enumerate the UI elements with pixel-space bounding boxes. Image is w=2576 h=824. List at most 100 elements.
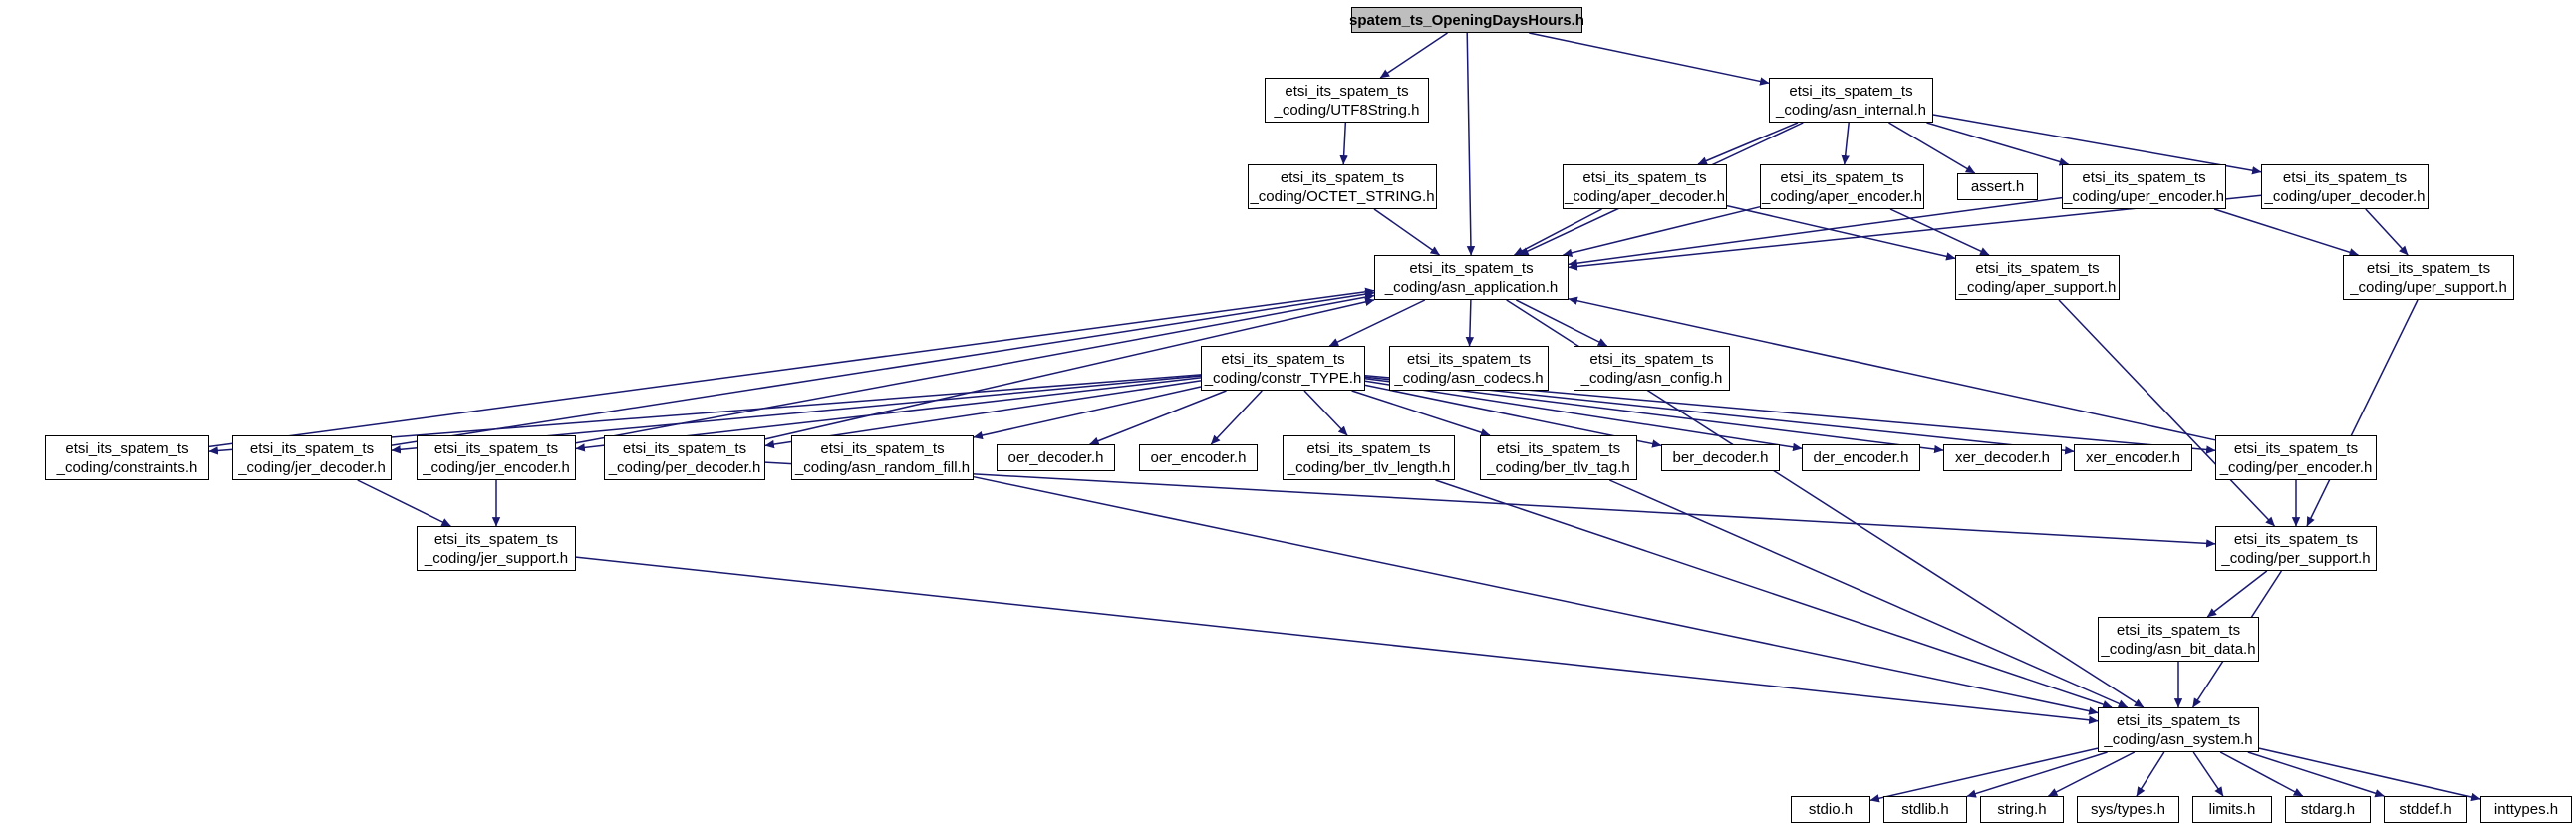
node-label: limits.h — [2208, 801, 2256, 818]
node-label: etsi_its_spatem_ts — [1280, 168, 1405, 186]
node-label: _coding/uper_support.h — [2350, 278, 2507, 296]
include-edge-octet-string-to-asn-application — [1373, 208, 1440, 256]
node-label: etsi_its_spatem_ts — [1406, 350, 1532, 368]
node-label: _coding/aper_decoder.h — [1565, 187, 1725, 205]
graph-node-uper-support[interactable]: etsi_its_spatem_ts_coding/uper_support.h — [2343, 255, 2514, 300]
graph-node-constraints[interactable]: etsi_its_spatem_ts_coding/constraints.h — [45, 435, 209, 480]
graph-node-limits: limits.h — [2192, 796, 2272, 823]
node-label: stdio.h — [1808, 801, 1854, 818]
node-label: etsi_its_spatem_ts — [622, 439, 747, 457]
node-label: stddef.h — [2399, 801, 2452, 818]
node-label: stdarg.h — [2300, 801, 2356, 818]
graph-node-uper-decoder[interactable]: etsi_its_spatem_ts_coding/uper_decoder.h — [2261, 164, 2429, 209]
graph-node-asn-codecs[interactable]: etsi_its_spatem_ts_coding/asn_codecs.h — [1389, 346, 1549, 391]
node-label: _coding/asn_internal.h — [1776, 101, 1926, 119]
include-edge-asn-system-to-stdio — [1869, 747, 2099, 803]
graph-node-asn-application[interactable]: etsi_its_spatem_ts_coding/asn_applicatio… — [1374, 255, 1569, 300]
include-edge-aper-decoder-to-aper-support — [1726, 204, 1956, 261]
node-label: xer_encoder.h — [2085, 449, 2181, 466]
node-label: _coding/aper_encoder.h — [1762, 187, 1922, 205]
node-label: _coding/asn_bit_data.h — [2101, 640, 2256, 658]
node-label: _coding/asn_application.h — [1384, 278, 1559, 296]
include-edge-asn-system-to-stdarg — [2219, 751, 2304, 797]
node-label: etsi_its_spatem_ts — [1221, 350, 1345, 368]
graph-node-assert: assert.h — [1957, 173, 2038, 200]
node-label: _coding/per_support.h — [2221, 549, 2371, 567]
graph-node-per-support[interactable]: etsi_its_spatem_ts_coding/per_support.h — [2215, 526, 2377, 571]
include-edge-asn-system-to-string — [2048, 751, 2136, 797]
include-edge-constr-type-to-ber-tlv-length — [1303, 390, 1348, 436]
include-edge-asn-internal-to-assert — [1888, 122, 1976, 174]
node-label: ber_decoder.h — [1672, 449, 1769, 466]
graph-node-ber-tlv-length[interactable]: etsi_its_spatem_ts_coding/ber_tlv_length… — [1283, 435, 1455, 480]
node-label: etsi_its_spatem_ts — [2233, 439, 2359, 457]
graph-node-asn-bit-data[interactable]: etsi_its_spatem_ts_coding/asn_bit_data.h — [2098, 617, 2259, 662]
node-label: _coding/uper_decoder.h — [2264, 187, 2426, 205]
include-edge-constr-type-to-oer-decoder — [1089, 390, 1227, 445]
include-edge-asn-internal-to-uper-decoder — [1932, 114, 2262, 175]
include-edge-constr-type-to-ber-tlv-tag — [1351, 390, 1491, 437]
include-edge-constr-type-to-per-decoder — [764, 380, 1202, 449]
graph-node-asn-random-fill[interactable]: etsi_its_spatem_ts_coding/asn_random_fil… — [791, 435, 974, 480]
graph-node-ber-tlv-tag[interactable]: etsi_its_spatem_ts_coding/ber_tlv_tag.h — [1480, 435, 1637, 480]
include-edge-ber-tlv-length-to-asn-system — [1435, 479, 2113, 709]
include-edge-asn-system-to-inttypes — [2258, 747, 2481, 802]
node-label: etsi_its_spatem_ts — [820, 439, 945, 457]
include-edge-aper-support-to-per-support — [2058, 299, 2276, 527]
graph-node-asn-system[interactable]: etsi_its_spatem_ts_coding/asn_system.h — [2098, 707, 2259, 752]
graph-node-xer-decoder: xer_decoder.h — [1943, 444, 2062, 471]
graph-node-utf8string[interactable]: etsi_its_spatem_ts_coding/UTF8String.h — [1265, 78, 1429, 123]
graph-node-stddef: stddef.h — [2384, 796, 2467, 823]
node-label: _coding/aper_support.h — [1958, 278, 2117, 296]
include-edge-per-encoder-to-asn-application — [1568, 296, 2216, 441]
include-edge-uper-support-to-per-support — [2306, 299, 2419, 527]
include-edge-asn-internal-to-aper-encoder — [1841, 122, 1850, 165]
node-label: _coding/jer_support.h — [424, 549, 569, 567]
node-label: etsi_its_spatem_ts — [2233, 530, 2359, 548]
node-label: etsi_its_spatem_ts — [1589, 350, 1714, 368]
node-label: der_encoder.h — [1813, 449, 1909, 466]
include-edge-main-to-utf8string — [1379, 32, 1448, 79]
graph-node-aper-support[interactable]: etsi_its_spatem_ts_coding/aper_support.h — [1955, 255, 2120, 300]
graph-node-uper-encoder[interactable]: etsi_its_spatem_ts_coding/uper_encoder.h — [2062, 164, 2226, 209]
include-edge-asn-random-fill-to-asn-system — [973, 475, 2099, 715]
graph-node-jer-support[interactable]: etsi_its_spatem_ts_coding/jer_support.h — [417, 526, 576, 571]
include-edge-uper-decoder-to-uper-support — [2365, 208, 2409, 256]
include-edge-uper-encoder-to-uper-support — [2213, 208, 2359, 257]
node-label: _coding/asn_system.h — [2104, 730, 2253, 748]
node-label: etsi_its_spatem_ts — [1789, 82, 1913, 100]
node-label: _coding/ber_tlv_tag.h — [1487, 458, 1630, 476]
include-edge-jer-encoder-to-asn-application — [575, 292, 1375, 444]
graph-node-octet-string[interactable]: etsi_its_spatem_ts_coding/OCTET_STRING.h — [1248, 164, 1437, 209]
node-label: assert.h — [1970, 178, 2025, 195]
include-edge-constr-type-to-oer-encoder — [1210, 390, 1263, 445]
node-label: _coding/jer_encoder.h — [423, 458, 570, 476]
node-label: _coding/OCTET_STRING.h — [1250, 187, 1435, 205]
graph-node-per-encoder[interactable]: etsi_its_spatem_ts_coding/per_encoder.h — [2215, 435, 2377, 480]
node-label: _coding/per_encoder.h — [2219, 458, 2373, 476]
include-edge-jer-support-to-asn-system — [575, 556, 2099, 725]
graph-node-jer-decoder[interactable]: etsi_its_spatem_ts_coding/jer_decoder.h — [232, 435, 392, 480]
node-label: oer_encoder.h — [1150, 449, 1247, 466]
graph-node-asn-config[interactable]: etsi_its_spatem_ts_coding/asn_config.h — [1574, 346, 1730, 391]
include-edge-aper-decoder-to-asn-application — [1514, 208, 1602, 256]
graph-node-stdio: stdio.h — [1791, 796, 1870, 823]
graph-node-constr-type[interactable]: etsi_its_spatem_ts_coding/constr_TYPE.h — [1201, 346, 1365, 391]
graph-node-jer-encoder[interactable]: etsi_its_spatem_ts_coding/jer_encoder.h — [417, 435, 576, 480]
graph-node-der-encoder: der_encoder.h — [1802, 444, 1920, 471]
graph-node-stdarg: stdarg.h — [2285, 796, 2371, 823]
graph-node-aper-decoder[interactable]: etsi_its_spatem_ts_coding/aper_decoder.h — [1563, 164, 1727, 209]
graph-node-per-decoder[interactable]: etsi_its_spatem_ts_coding/per_decoder.h — [604, 435, 765, 480]
graph-node-aper-encoder[interactable]: etsi_its_spatem_ts_coding/aper_encoder.h — [1760, 164, 1924, 209]
include-edge-constr-type-to-asn-random-fill — [973, 386, 1202, 440]
include-edge-asn-internal-to-uper-encoder — [1926, 122, 2070, 166]
include-edge-per-decoder-to-asn-application — [764, 297, 1375, 440]
graph-node-oer-encoder: oer_encoder.h — [1139, 444, 1258, 471]
node-label: etsi_its_spatem_ts — [1780, 168, 1904, 186]
include-edge-aper-encoder-to-asn-application — [1562, 205, 1761, 257]
graph-node-stdlib: stdlib.h — [1883, 796, 1967, 823]
graph-node-asn-internal[interactable]: etsi_its_spatem_ts_coding/asn_internal.h — [1769, 78, 1933, 123]
include-edge-ber-tlv-tag-to-asn-system — [1608, 479, 2129, 708]
include-edge-asn-application-to-asn-codecs — [1465, 299, 1475, 347]
node-label: _coding/constraints.h — [56, 458, 198, 476]
